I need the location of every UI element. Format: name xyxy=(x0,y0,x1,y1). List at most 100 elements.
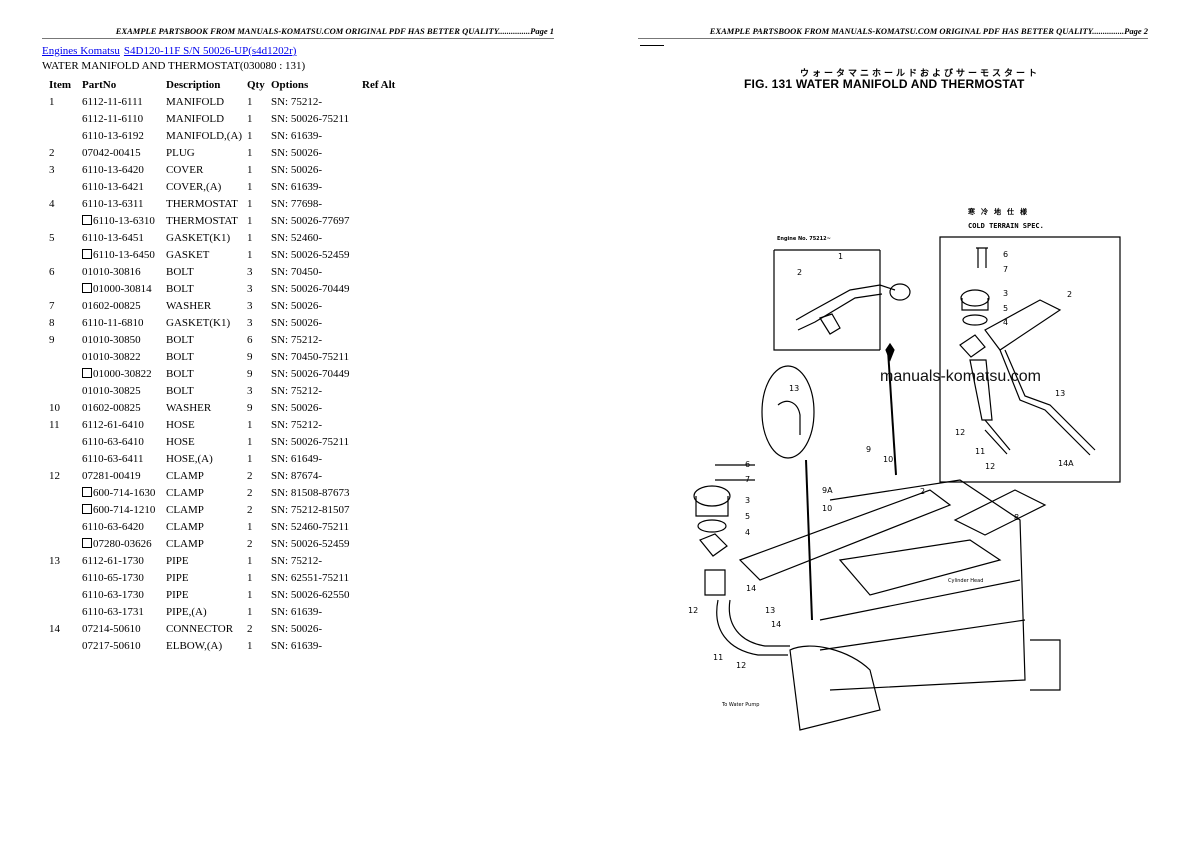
description-cell: PIPE,(A) xyxy=(166,603,247,620)
cold-spec-label: COLD TERRAIN SPEC. xyxy=(968,222,1044,230)
partno-cell: 07217-50610 xyxy=(82,637,166,654)
qty-cell: 1 xyxy=(247,569,271,586)
callout-label: 2 xyxy=(920,487,926,496)
partno-cell: 600-714-1630 xyxy=(82,484,166,501)
col-item: Item xyxy=(49,78,71,91)
item-cell-text: 14 xyxy=(49,622,60,635)
item-cell: 2 xyxy=(44,144,82,161)
col-qty: Qty xyxy=(247,78,265,91)
qty-cell: 1 xyxy=(247,229,271,246)
description-cell-text: CONNECTOR xyxy=(166,622,234,635)
description-cell: THERMOSTAT xyxy=(166,195,247,212)
options-cell-text: SN: 75212-81507 xyxy=(271,503,350,516)
qty-cell-text: 1 xyxy=(247,418,253,431)
qty-cell: 1 xyxy=(247,161,271,178)
options-cell: SN: 50026-52459 xyxy=(271,246,362,263)
options-cell-text: SN: 75212- xyxy=(271,554,323,567)
qty-cell-text: 9 xyxy=(247,401,253,414)
options-cell: SN: 50026- xyxy=(271,144,362,161)
item-cell-text: 7 xyxy=(49,299,55,312)
description-cell: BOLT xyxy=(166,263,247,280)
qty-cell-text: 9 xyxy=(247,350,253,363)
description-cell: MANIFOLD,(A) xyxy=(166,127,247,144)
item-cell: 11 xyxy=(44,416,82,433)
options-cell-text: SN: 50026- xyxy=(271,622,323,635)
options-cell: SN: 50026-70449 xyxy=(271,280,362,297)
partno-cell: 6110-13-6451 xyxy=(82,229,166,246)
partno-cell: 6112-11-6110 xyxy=(82,110,166,127)
item-cell-text: 3 xyxy=(49,163,55,176)
qty-cell: 3 xyxy=(247,297,271,314)
options-cell-text: SN: 50026-70449 xyxy=(271,282,350,295)
qty-cell: 1 xyxy=(247,637,271,654)
options-cell-text: SN: 50026- xyxy=(271,299,323,312)
description-cell-text: CLAMP xyxy=(166,503,204,516)
qty-cell-text: 3 xyxy=(247,299,253,312)
qty-cell: 1 xyxy=(247,110,271,127)
item-cell-text: 2 xyxy=(49,146,55,159)
figure-title: FIG. 131 WATER MANIFOLD AND THERMOSTAT xyxy=(744,77,1025,91)
partno-cell-text: 6110-63-1730 xyxy=(82,588,144,601)
description-cell-text: WASHER xyxy=(166,401,212,414)
description-cell: ELBOW,(A) xyxy=(166,637,247,654)
qty-cell: 3 xyxy=(247,280,271,297)
partno-cell-text: 6110-11-6810 xyxy=(82,316,144,329)
qty-cell-text: 1 xyxy=(247,520,253,533)
partno-cell: 600-714-1210 xyxy=(82,501,166,518)
item-cell: 13 xyxy=(44,552,82,569)
description-cell-text: THERMOSTAT xyxy=(166,214,238,227)
alternate-box-icon xyxy=(82,486,92,497)
description-cell-text: PIPE xyxy=(166,588,189,601)
description-cell-text: CLAMP xyxy=(166,486,204,499)
options-cell: SN: 50026- xyxy=(271,297,362,314)
item-cell: 12 xyxy=(44,467,82,484)
qty-cell: 2 xyxy=(247,501,271,518)
partno-cell-text: 01010-30825 xyxy=(82,384,141,397)
item-cell: 7 xyxy=(44,297,82,314)
description-cell: PIPE xyxy=(166,552,247,569)
qty-cell: 1 xyxy=(247,246,271,263)
partno-cell-text: 6112-61-6410 xyxy=(82,418,144,431)
description-cell: BOLT xyxy=(166,280,247,297)
qty-cell: 1 xyxy=(247,433,271,450)
partno-cell: 6110-11-6810 xyxy=(82,314,166,331)
partno-cell-text: 07281-00419 xyxy=(82,469,141,482)
options-cell: SN: 50026-77697 xyxy=(271,212,362,229)
partno-cell-text: 6110-63-6410 xyxy=(82,435,144,448)
qty-cell-text: 1 xyxy=(247,605,253,618)
callout-label: 2 xyxy=(797,268,803,277)
options-cell-text: SN: 75212- xyxy=(271,95,323,108)
partno-cell-text: 6112-11-6111 xyxy=(82,95,143,108)
breadcrumb-link-engines[interactable]: Engines Komatsu xyxy=(42,45,120,57)
col-description: Description xyxy=(166,78,221,91)
breadcrumb-link-model[interactable]: S4D120-11F S/N 50026-UP(s4d1202r) xyxy=(123,45,297,57)
options-cell-text: SN: 50026- xyxy=(271,163,323,176)
description-cell-text: WASHER xyxy=(166,299,212,312)
description-cell-text: COVER xyxy=(166,163,204,176)
description-cell-text: BOLT xyxy=(166,265,194,278)
qty-cell-text: 1 xyxy=(247,571,253,584)
partno-cell: 01602-00825 xyxy=(82,297,166,314)
description-cell-text: MANIFOLD,(A) xyxy=(166,129,243,142)
partno-cell: 6110-13-6421 xyxy=(82,178,166,195)
description-cell-text: PLUG xyxy=(166,146,195,159)
figure-title-jp: ウォータマニホールドおよびサーモスタート xyxy=(800,69,1041,79)
qty-cell-text: 6 xyxy=(247,333,253,346)
qty-cell-text: 3 xyxy=(247,384,253,397)
description-cell-text: PIPE xyxy=(166,554,189,567)
description-cell-text: MANIFOLD xyxy=(166,112,225,125)
callout-label: 14A xyxy=(1058,459,1074,468)
options-cell-text: SN: 50026-62550 xyxy=(271,588,350,601)
